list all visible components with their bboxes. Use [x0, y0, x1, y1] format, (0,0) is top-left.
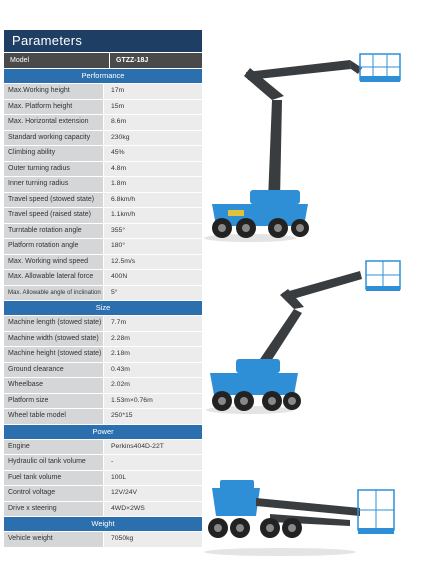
spec-label: Drive x steering — [4, 501, 103, 516]
spec-row: Machine width (stowed state)2.28m — [4, 331, 202, 346]
spec-label: Max.Working height — [4, 84, 103, 99]
spec-label: Machine height (stowed state) — [4, 347, 103, 362]
spec-row: Machine height (stowed state)2.18m — [4, 347, 202, 362]
spec-label: Vehicle weight — [4, 532, 103, 547]
section-header-power: Power — [4, 424, 202, 439]
spec-label: Fuel tank volume — [4, 470, 103, 485]
spec-label: Platform size — [4, 393, 103, 408]
spec-value: 4.8m — [103, 161, 202, 176]
spec-label: Travel speed (raised state) — [4, 208, 103, 223]
spec-value: 7050kg — [103, 532, 202, 547]
spec-value: 45% — [103, 146, 202, 161]
spec-label: Max. Working wind speed — [4, 254, 103, 269]
boom-lift-extended-image — [204, 53, 401, 242]
spec-label: Max. Horizontal extension — [4, 115, 103, 130]
spec-label: Wheelbase — [4, 378, 103, 393]
spec-value: 1.8m — [103, 177, 202, 192]
spec-value: 12V/24V — [103, 486, 202, 501]
spec-value: 2.18m — [103, 347, 202, 362]
model-value: GTZZ-18J — [109, 53, 202, 68]
spec-label: Machine length (stowed state) — [4, 316, 103, 331]
spec-value: 8.6m — [103, 115, 202, 130]
model-label: Model — [10, 57, 30, 64]
spec-value: - — [103, 455, 202, 470]
spec-value: 0.43m — [103, 362, 202, 377]
spec-value: 1.53m×0.76m — [103, 393, 202, 408]
parameters-title: Parameters — [4, 30, 202, 52]
spec-value: 15m — [103, 99, 202, 114]
spec-label: Max. Allowable angle of inclination — [4, 285, 103, 300]
spec-label: Inner turning radius — [4, 177, 103, 192]
spec-value: 250*15 — [103, 409, 202, 424]
spec-label: Engine — [4, 439, 103, 454]
spec-label: Hydraulic oil tank volume — [4, 455, 103, 470]
spec-value: 4WD×2WS — [103, 501, 202, 516]
spec-value: 400N — [103, 270, 202, 285]
section-header-size: Size — [4, 301, 202, 315]
spec-value: 2.02m — [103, 378, 202, 393]
spec-row: Travel speed (raised state)1.1km/h — [4, 208, 202, 223]
spec-value: 12.5m/s — [103, 254, 202, 269]
spec-value: 230kg — [103, 130, 202, 145]
spec-label: Ground clearance — [4, 362, 103, 377]
section-header-weight: Weight — [4, 517, 202, 531]
model-header-row: Model GTZZ-18J — [4, 53, 202, 68]
section-header-performance: Performance — [4, 69, 202, 83]
spec-value: Perkins404D-22T — [103, 439, 202, 454]
spec-value: 6.8km/h — [103, 192, 202, 207]
spec-label: Turntable rotation angle — [4, 223, 103, 238]
spec-label: Outer turning radius — [4, 161, 103, 176]
spec-label: Max. Platform height — [4, 99, 103, 114]
spec-label: Travel speed (stowed state) — [4, 192, 103, 207]
spec-value: 355° — [103, 223, 202, 238]
spec-value: 17m — [103, 84, 202, 99]
spec-label: Climbing ability — [4, 146, 103, 161]
spec-value: 7.7m — [103, 316, 202, 331]
spec-row: Travel speed (stowed state)6.8km/h — [4, 192, 202, 207]
spec-label: Standard working capacity — [4, 130, 103, 145]
spec-label: Platform rotation angle — [4, 239, 103, 254]
spec-row: Machine length (stowed state)7.7m — [4, 316, 202, 331]
boom-lift-mid-image — [206, 260, 401, 414]
spec-value: 2.28m — [103, 331, 202, 346]
boom-lift-stowed-image — [204, 480, 395, 556]
spec-value: 5° — [103, 285, 202, 300]
spec-label: Wheel table model — [4, 409, 103, 424]
spec-label: Max. Allowable lateral force — [4, 270, 103, 285]
spec-value: 1.1km/h — [103, 208, 202, 223]
spec-value: 100L — [103, 470, 202, 485]
spec-value: 180° — [103, 239, 202, 254]
spec-row: Hydraulic oil tank volume- — [4, 455, 202, 470]
spec-label: Machine width (stowed state) — [4, 331, 103, 346]
spec-label: Control voltage — [4, 486, 103, 501]
